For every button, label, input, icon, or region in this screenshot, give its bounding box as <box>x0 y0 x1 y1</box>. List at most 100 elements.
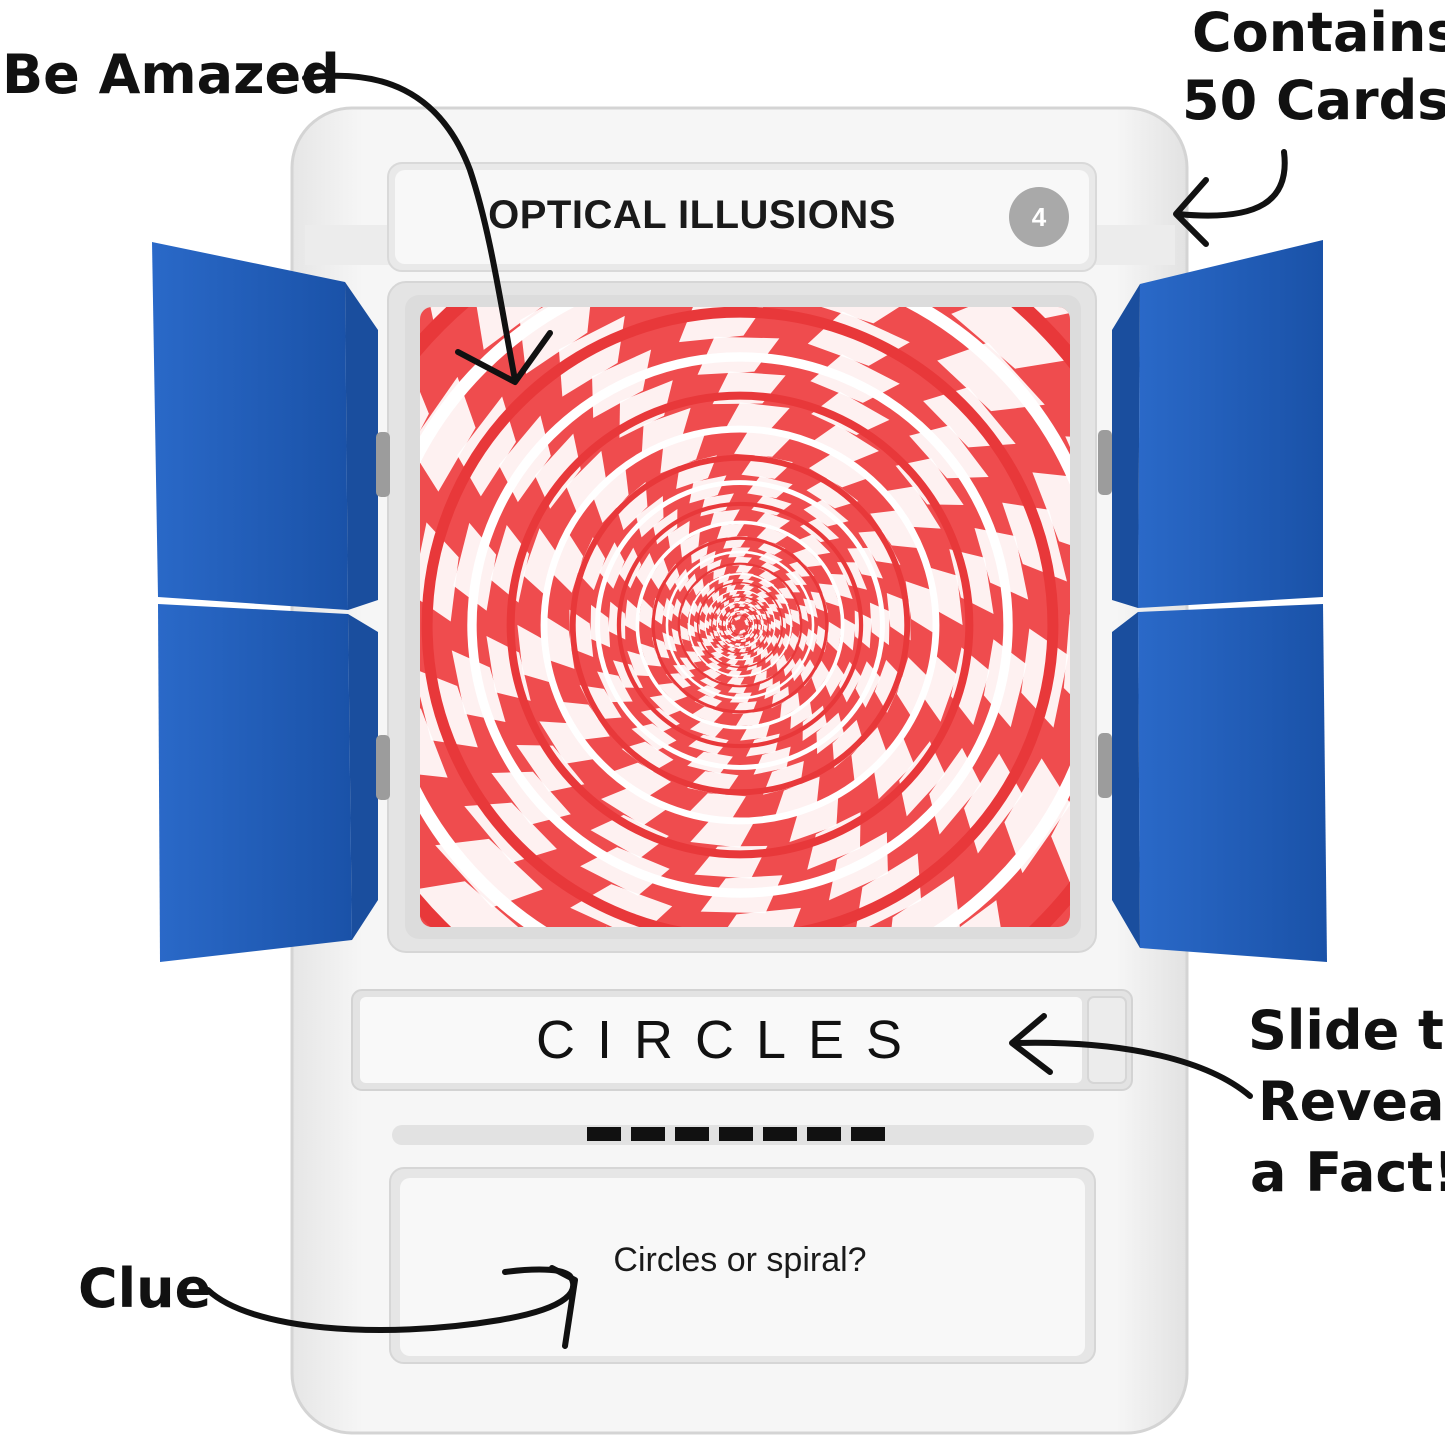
illusion-check <box>663 563 680 591</box>
contains-arrow-icon <box>1175 149 1288 219</box>
illusion-check <box>753 632 759 641</box>
illusion-check <box>649 694 684 716</box>
illusion-check <box>743 657 754 666</box>
letter-dash <box>763 1127 797 1141</box>
illusion-ring <box>540 425 940 825</box>
illusion-check <box>701 637 712 646</box>
illusion-check <box>781 579 801 593</box>
slide-label-line1: Slide to <box>1248 999 1445 1062</box>
letter-slot-dashes <box>587 1127 885 1141</box>
illusion-check <box>735 564 754 573</box>
illusion-ring <box>569 454 911 796</box>
illusion-check <box>679 657 699 671</box>
contains-arrowhead-icon <box>1173 177 1209 247</box>
illusion-check <box>780 692 800 719</box>
illusion-check <box>726 677 745 686</box>
illusion-check <box>741 584 755 591</box>
illusion-check <box>882 486 941 529</box>
illusion-check <box>776 634 785 649</box>
card-number-badge: 4 <box>1009 187 1069 247</box>
left-upper-door[interactable] <box>152 242 390 610</box>
illusion-check <box>726 650 737 656</box>
illusion-image <box>420 307 1070 927</box>
illusion-check <box>806 477 859 509</box>
left-lower-door[interactable] <box>158 604 390 962</box>
illusion-check <box>745 639 751 646</box>
illusion-check <box>762 634 769 645</box>
illusion-check <box>726 584 737 593</box>
illusion-check <box>1032 472 1070 559</box>
illusion-check <box>729 637 737 643</box>
illusion-check <box>717 640 726 646</box>
right-upper-door[interactable] <box>1098 240 1323 608</box>
contains-label-line2: 50 Cards <box>1182 69 1445 132</box>
illusion-check <box>776 654 788 672</box>
illusion-check <box>707 604 714 616</box>
illusion-check <box>771 634 779 648</box>
illusion-check <box>618 547 642 589</box>
illusion-check <box>722 630 729 636</box>
illusion-check <box>566 450 607 516</box>
illusion-check <box>715 643 725 650</box>
illusion-check <box>712 617 717 627</box>
illusion-check <box>733 597 742 602</box>
illusion-ring <box>595 480 885 770</box>
illusion-check <box>695 601 704 616</box>
illusion-check <box>744 598 753 603</box>
illusion-check <box>792 548 822 567</box>
illusion-check <box>851 727 888 784</box>
clue-label: Clue <box>78 1257 212 1320</box>
illusion-check <box>743 594 754 600</box>
illusion-check <box>490 524 530 603</box>
illusion-check <box>692 706 724 723</box>
illusion-ring <box>651 536 829 714</box>
illusion-check <box>731 624 736 631</box>
illusion-check <box>711 605 718 616</box>
illusion-check <box>796 534 831 556</box>
letter-dash <box>631 1127 665 1141</box>
illusion-check <box>729 604 735 611</box>
illusion-check <box>754 604 763 610</box>
contains-label-line1: Contains <box>1192 1 1445 64</box>
illusion-check <box>590 814 669 859</box>
illusion-check <box>699 619 705 632</box>
illusion-check <box>711 590 720 602</box>
slide-arrowhead-icon <box>1009 1013 1053 1075</box>
illusion-check <box>824 661 845 697</box>
letter-dash <box>807 1127 841 1141</box>
illusion-check <box>756 591 770 599</box>
illusion-check <box>744 619 749 626</box>
illusion-ring <box>506 391 974 859</box>
illusion-check <box>754 614 761 620</box>
illusion-check <box>783 656 796 677</box>
illusion-check <box>811 660 830 692</box>
right-lower-door[interactable] <box>1098 604 1327 962</box>
clue-text: Circles or spiral? <box>613 1240 867 1279</box>
illusion-check <box>827 621 842 652</box>
curved-arrow-icons <box>205 72 1288 1349</box>
illusion-check <box>724 402 790 432</box>
illusion-check <box>775 618 781 631</box>
illusion-check <box>768 604 779 613</box>
illusion-check <box>874 659 903 713</box>
illusion-ring <box>616 501 864 749</box>
illusion-check <box>757 623 761 631</box>
illusion-check <box>734 429 793 457</box>
illusion-check <box>725 659 739 666</box>
illusion-ring <box>696 581 784 669</box>
illusion-check <box>756 596 767 603</box>
illusion-check <box>694 695 723 710</box>
illusion-check <box>517 624 554 684</box>
illusion-check <box>759 634 765 643</box>
illusion-check <box>758 561 781 574</box>
illusion-ring <box>704 589 776 661</box>
illusion-ring <box>716 601 764 649</box>
illusion-check <box>420 881 529 927</box>
be-amazed-label: Be Amazed <box>2 43 340 106</box>
illusion-ring <box>688 573 792 677</box>
illusion-check <box>905 581 936 634</box>
illusion-check <box>735 710 764 727</box>
illusion-check <box>810 424 879 464</box>
illusion-check <box>838 661 862 703</box>
illusion-check <box>621 741 674 773</box>
